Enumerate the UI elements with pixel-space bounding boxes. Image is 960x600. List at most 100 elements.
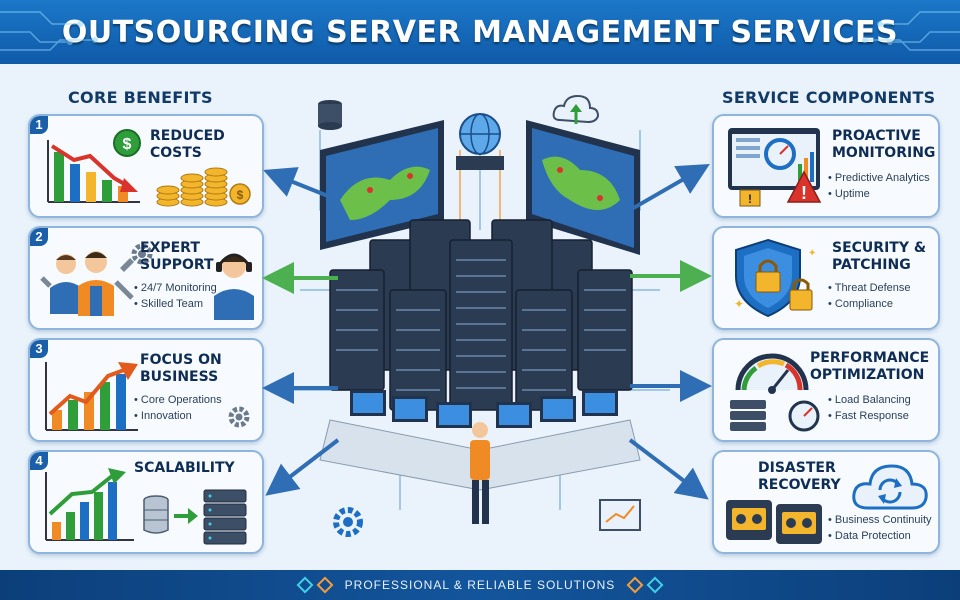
service-card-proactive-monitoring: ! ! PROACTIVE MONITORING Predictive Anal…	[712, 114, 940, 218]
svg-text:✦: ✦	[808, 248, 816, 259]
operator-person	[470, 422, 490, 524]
bullet-item: Uptime	[828, 186, 930, 202]
svg-text:✦: ✦	[734, 297, 744, 311]
circuit-decoration-icon	[0, 11, 98, 51]
security-shield-icon: ✦ ✦	[734, 238, 816, 318]
card-title-line: PROACTIVE	[832, 128, 921, 144]
card-title-line: BUSINESS	[140, 369, 219, 385]
database-icon	[318, 100, 342, 130]
arrow-to-proactive-monitoring	[629, 164, 710, 212]
dollar-coin-icon: $	[113, 129, 141, 157]
card-title: DISASTER RECOVERY	[758, 460, 841, 494]
card-title-line: EXPERT	[140, 240, 200, 256]
card-title: PERFORMANCE OPTIMIZATION	[810, 350, 929, 384]
bullet-item: Load Balancing	[828, 392, 911, 408]
gear-icon	[333, 507, 363, 537]
footer-banner: PROFESSIONAL & RELIABLE SOLUTIONS	[0, 570, 960, 600]
diamond-decoration-icon	[296, 576, 314, 594]
card-bullets: Core Operations Innovation	[134, 392, 222, 424]
service-card-disaster-recovery: DISASTER RECOVERY Business Continuity Da…	[712, 450, 940, 554]
chart-window-icon	[599, 499, 641, 531]
card-bullets: Load Balancing Fast Response	[828, 392, 911, 424]
bullet-item: Innovation	[134, 408, 222, 424]
card-title-line: COSTS	[150, 145, 202, 161]
benefit-card-scalability: 4 SCALABILITY	[28, 450, 264, 554]
arrow-to-reduced-costs	[263, 167, 339, 202]
circuit-decoration-icon	[862, 11, 960, 51]
diamond-decoration-icon	[646, 576, 664, 594]
card-title-line: SECURITY &	[832, 240, 927, 256]
card-title-line: REDUCED	[150, 128, 225, 144]
bullet-item: Threat Defense	[828, 280, 911, 296]
card-bullets: 24/7 Monitoring Skilled Team	[134, 280, 217, 312]
diamond-decoration-icon	[316, 576, 334, 594]
card-title-line: FOCUS ON	[140, 352, 222, 368]
world-map-screen	[320, 120, 444, 250]
world-map-screen	[526, 120, 640, 255]
card-bullets: Predictive Analytics Uptime	[828, 170, 930, 202]
bullet-item: Skilled Team	[134, 296, 217, 312]
card-title: SCALABILITY	[134, 460, 235, 477]
globe-icon	[456, 113, 504, 170]
core-benefits-heading: CORE BENEFITS	[68, 88, 213, 107]
server-rack-cluster	[329, 219, 633, 411]
card-bullets: Threat Defense Compliance	[828, 280, 911, 312]
card-title: PROACTIVE MONITORING	[832, 128, 935, 162]
svg-text:$: $	[123, 136, 132, 153]
coin-stacks-icon: $	[156, 167, 251, 207]
footer-tagline: PROFESSIONAL & RELIABLE SOLUTIONS	[344, 578, 616, 592]
svg-text:!: !	[801, 183, 807, 203]
svg-text:$: $	[237, 188, 244, 202]
service-card-security-patching: ✦ ✦ SECURITY & PATCHING Threat Defense C…	[712, 226, 940, 330]
database-scaling-icon	[143, 489, 247, 545]
card-number: 2	[30, 228, 48, 246]
card-bullets: Business Continuity Data Protection	[828, 512, 932, 544]
bullet-item: Data Protection	[828, 528, 932, 544]
card-title-line: MONITORING	[832, 145, 936, 161]
card-number: 3	[30, 340, 48, 358]
gear-icon	[131, 243, 153, 265]
bullet-item: Fast Response	[828, 408, 911, 424]
speedometer-icon	[730, 353, 820, 432]
benefit-card-expert-support: 2 EXPERT SUPPORT 24/7 Monitoring Skilled…	[28, 226, 264, 330]
page-title: OUTSOURCING SERVER MANAGEMENT SERVICES	[61, 14, 899, 50]
cloud-sync-icon	[852, 464, 928, 510]
service-components-heading: SERVICE COMPONENTS	[722, 88, 936, 107]
bullet-item: Predictive Analytics	[828, 170, 930, 186]
card-title: SECURITY & PATCHING	[832, 240, 926, 274]
bullet-item: Core Operations	[134, 392, 222, 408]
scaling-chart-icon	[45, 468, 134, 541]
gear-icon	[228, 406, 250, 428]
card-title-line: PATCHING	[832, 257, 911, 273]
svg-text:!: !	[748, 192, 752, 206]
card-title: EXPERT SUPPORT	[140, 240, 214, 274]
card-title-line: PERFORMANCE	[810, 350, 930, 366]
header-banner: OUTSOURCING SERVER MANAGEMENT SERVICES	[0, 0, 960, 64]
arrow-to-disaster-recovery	[628, 438, 709, 500]
card-title: REDUCED COSTS	[150, 128, 225, 162]
card-title-line: SCALABILITY	[134, 460, 235, 476]
server-datacenter-illustration	[290, 94, 670, 537]
bullet-item: Compliance	[828, 296, 911, 312]
card-number: 4	[30, 452, 48, 470]
benefit-card-reduced-costs: 1 $ REDUCED COSTS $	[28, 114, 264, 218]
cloud-upload-icon	[552, 94, 600, 124]
support-team-icon	[40, 251, 134, 316]
card-title: FOCUS ON BUSINESS	[140, 352, 222, 386]
headset-agent-icon	[214, 253, 254, 320]
card-title-line: OPTIMIZATION	[810, 367, 925, 383]
card-number: 1	[30, 116, 48, 134]
growth-chart-icon	[45, 362, 138, 431]
backup-tape-icon	[726, 500, 822, 544]
arrow-to-scalability	[265, 438, 340, 496]
card-title-line: DISASTER	[758, 460, 836, 476]
bullet-item: Business Continuity	[828, 512, 932, 528]
benefit-card-focus-on-business: 3 FOCUS ON BUSINESS Core Operations Inno…	[28, 338, 264, 442]
bullet-item: 24/7 Monitoring	[134, 280, 217, 296]
declining-chart-icon	[47, 140, 140, 203]
card-title-line: SUPPORT	[140, 257, 214, 273]
monitoring-dashboard-icon: !	[728, 128, 820, 207]
diamond-decoration-icon	[626, 576, 644, 594]
warning-triangle-icon: !	[786, 170, 822, 203]
